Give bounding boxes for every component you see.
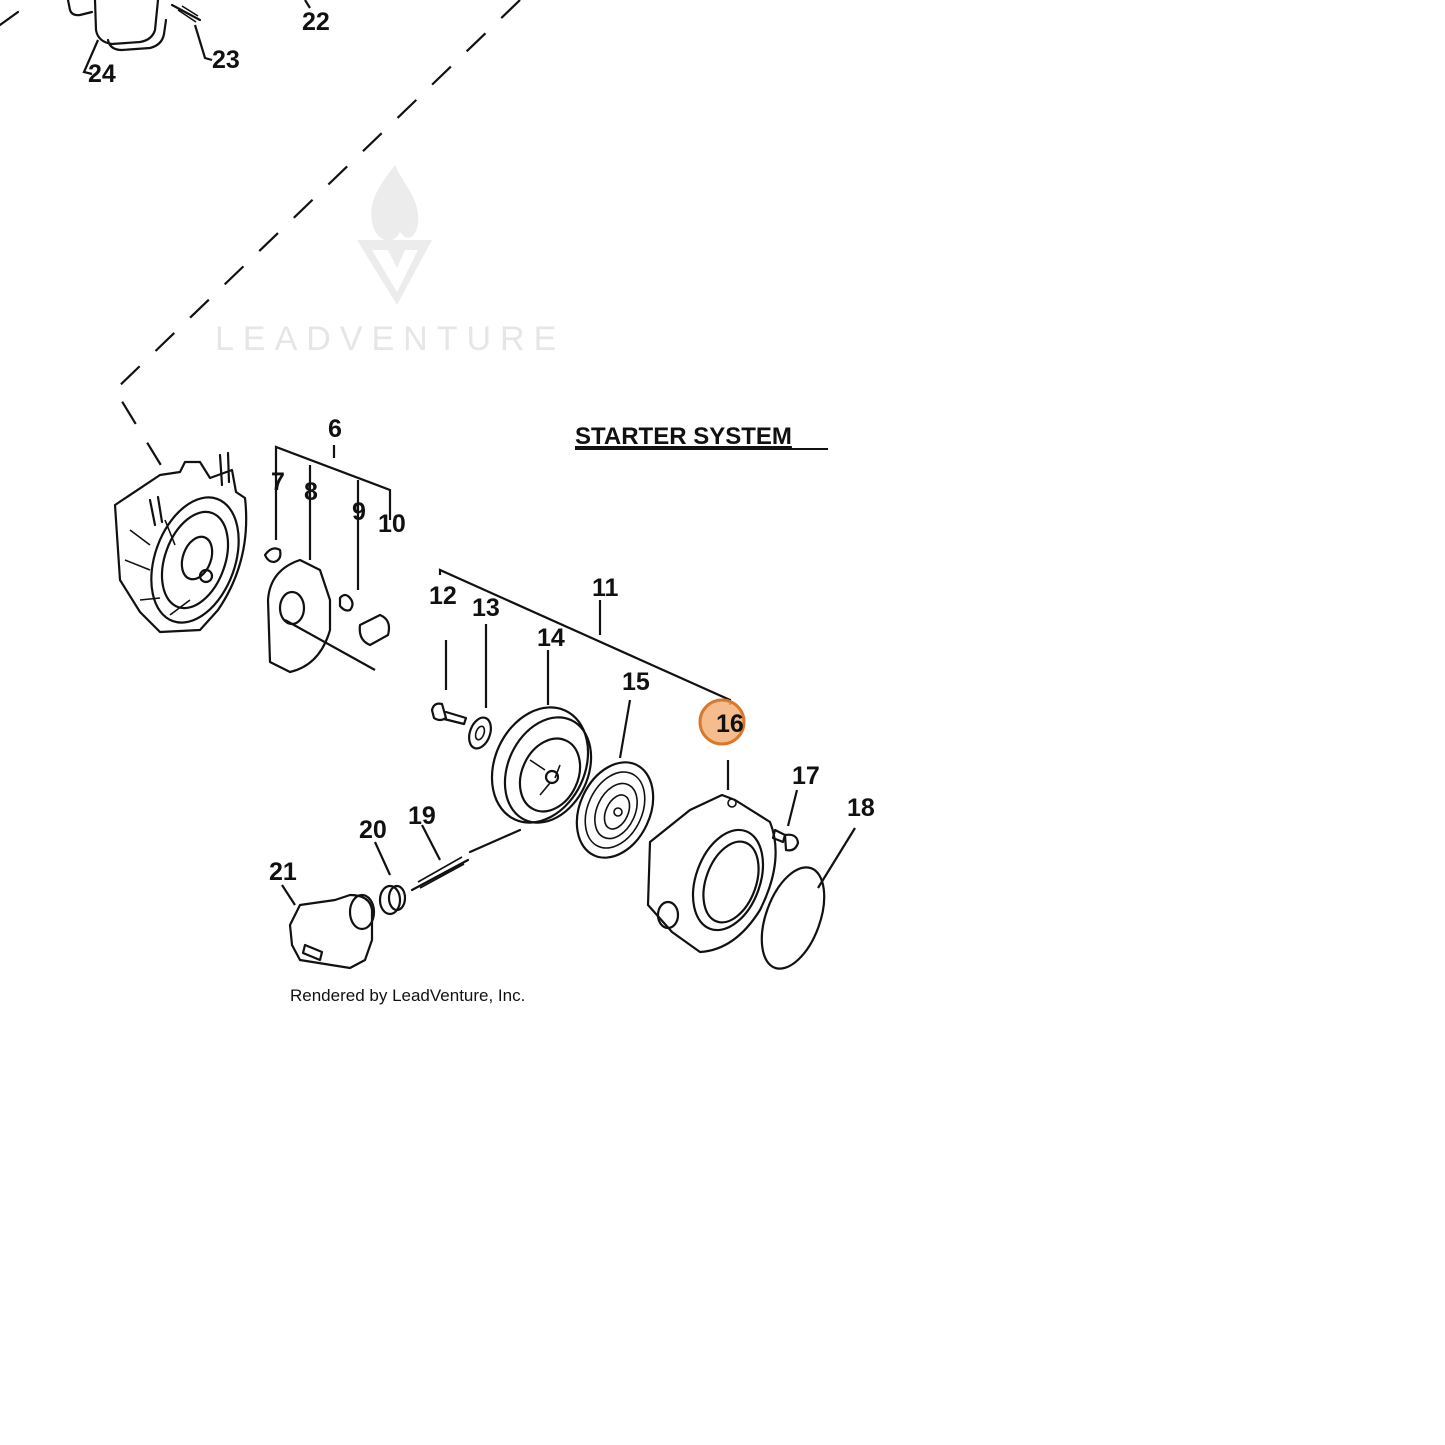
starter-rope-handle (281, 824, 522, 970)
callout-24[interactable]: 24 (88, 60, 116, 88)
callout-19[interactable]: 19 (408, 802, 436, 830)
callout-20[interactable]: 20 (359, 816, 387, 844)
callout-14[interactable]: 14 (537, 624, 565, 652)
diagram-title: STARTER SYSTEM (575, 423, 792, 450)
leadventure-watermark: LEADVENTURE (215, 165, 565, 358)
callout-21[interactable]: 21 (269, 858, 297, 886)
watermark-text: LEADVENTURE (215, 320, 565, 358)
starter-pulley-assembly (263, 445, 392, 674)
callout-16[interactable]: 16 (716, 710, 744, 738)
callout-18[interactable]: 18 (847, 794, 875, 822)
callout-9[interactable]: 9 (352, 498, 366, 526)
callout-12[interactable]: 12 (429, 582, 457, 610)
render-credit: Rendered by LeadVenture, Inc. (290, 986, 525, 1005)
callout-numbers: 22 23 24 6 7 8 9 10 11 12 13 14 15 16 17… (88, 8, 875, 886)
callout-7[interactable]: 7 (271, 468, 285, 496)
engine-fan-housing (113, 451, 248, 634)
callout-10[interactable]: 10 (378, 510, 406, 538)
assembly-guide-line (113, 0, 521, 481)
callout-8[interactable]: 8 (304, 478, 318, 506)
callout-11[interactable]: 11 (592, 574, 619, 602)
callout-22[interactable]: 22 (302, 8, 330, 36)
callout-13[interactable]: 13 (472, 594, 500, 622)
callout-23[interactable]: 23 (212, 46, 240, 74)
callout-6[interactable]: 6 (328, 415, 342, 443)
callout-17[interactable]: 17 (792, 762, 820, 790)
highlighted-callout-marker[interactable] (698, 698, 746, 746)
callout-15[interactable]: 15 (622, 668, 650, 696)
upper-assembly-fragment (0, 0, 311, 76)
